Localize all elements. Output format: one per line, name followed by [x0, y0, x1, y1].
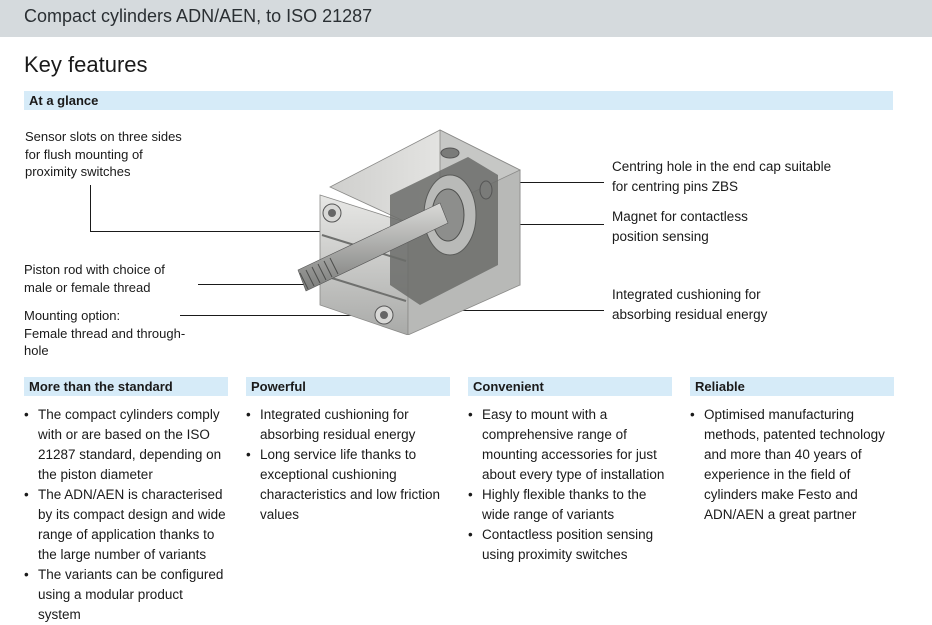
list-item: Optimised manufacturing methods, patente… — [690, 405, 894, 525]
section-reliable: Reliable Optimised manufacturing methods… — [690, 377, 894, 525]
list-item: The compact cylinders comply with or are… — [24, 405, 228, 485]
leader-mounting — [180, 315, 375, 316]
leader-sensor-horizontal — [90, 231, 330, 232]
leader-centring-hole — [485, 182, 604, 183]
list-item: Easy to mount with a comprehensive range… — [468, 405, 672, 485]
callout-centring-hole: Centring hole in the end cap suitable fo… — [612, 159, 832, 194]
bullet-list: Optimised manufacturing methods, patente… — [690, 405, 894, 525]
list-item: Contactless position sensing using proxi… — [468, 525, 672, 565]
section-more-than-standard: More than the standard The compact cylin… — [24, 377, 228, 625]
section-powerful: Powerful Integrated cushioning for absor… — [246, 377, 450, 525]
page-title: Key features — [24, 52, 148, 77]
callout-mounting: Mounting option: Female thread and throu… — [24, 308, 186, 358]
section-convenient: Convenient Easy to mount with a comprehe… — [468, 377, 672, 565]
callout-piston-rod: Piston rod with choice of male or female… — [24, 262, 165, 295]
leader-piston-rod — [198, 284, 328, 285]
at-a-glance-bar: At a glance — [24, 91, 893, 110]
cylinder-illustration — [297, 129, 521, 335]
list-item: Integrated cushioning for absorbing resi… — [246, 405, 450, 445]
header-bar: Compact cylinders ADN/AEN, to ISO 21287 — [0, 0, 932, 37]
callout-sensor-slots: Sensor slots on three sides for flush mo… — [25, 129, 182, 179]
bullet-list: The compact cylinders comply with or are… — [24, 405, 228, 625]
list-item: The ADN/AEN is characterised by its comp… — [24, 485, 228, 565]
section-heading: Convenient — [468, 377, 672, 396]
section-heading: Reliable — [690, 377, 894, 396]
bullet-list: Integrated cushioning for absorbing resi… — [246, 405, 450, 525]
at-a-glance-label: At a glance — [29, 93, 99, 108]
list-item: Long service life thanks to exceptional … — [246, 445, 450, 525]
leader-cushioning-horizontal — [442, 310, 604, 311]
leader-magnet — [455, 224, 604, 225]
callout-magnet: Magnet for contactless position sensing — [612, 209, 748, 244]
callout-cushioning: Integrated cushioning for absorbing resi… — [612, 287, 768, 322]
leader-sensor-vertical — [90, 185, 91, 232]
section-heading: More than the standard — [24, 377, 228, 396]
list-item: The variants can be configured using a m… — [24, 565, 228, 625]
section-heading: Powerful — [246, 377, 450, 396]
document-title: Compact cylinders ADN/AEN, to ISO 21287 — [24, 6, 373, 26]
bullet-list: Easy to mount with a comprehensive range… — [468, 405, 672, 565]
list-item: Highly flexible thanks to the wide range… — [468, 485, 672, 525]
